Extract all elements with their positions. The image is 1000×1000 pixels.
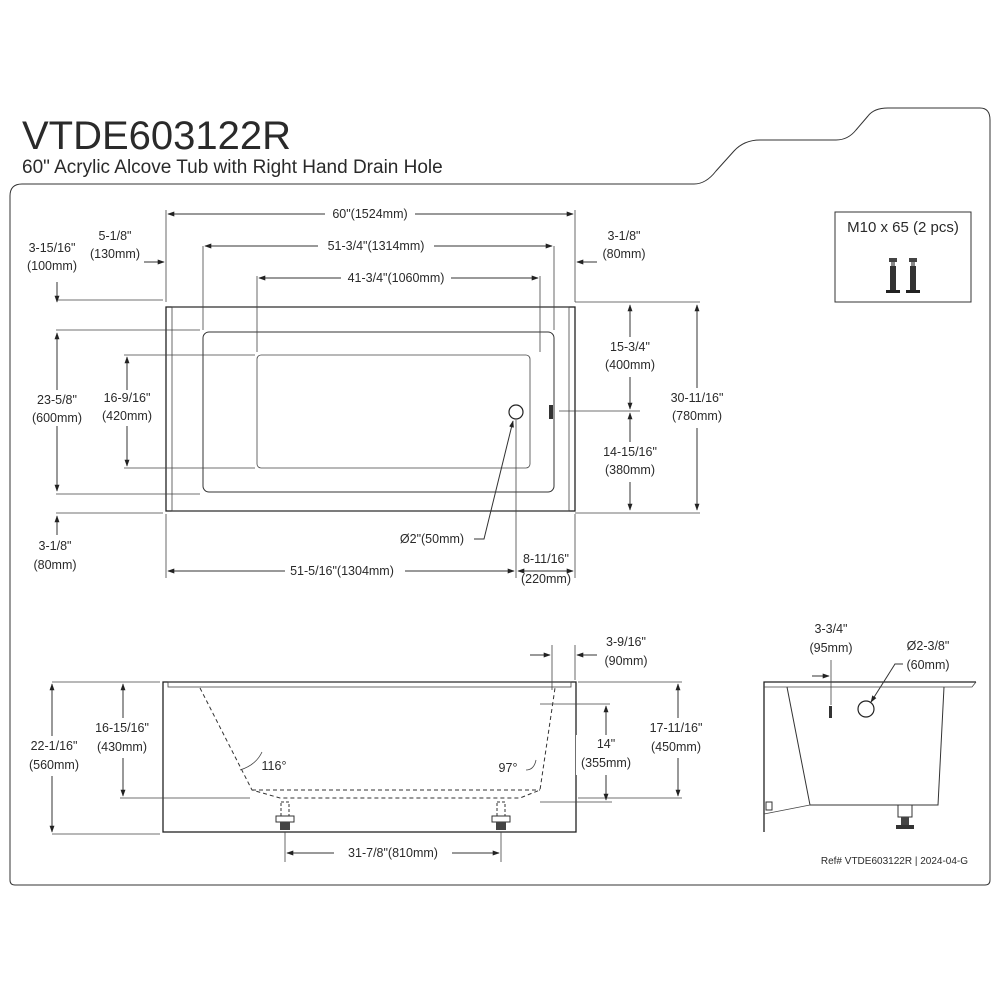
dim-drain-from-left: 51-5/16"(1304mm) [290,564,394,578]
basin-profile-front [199,687,556,799]
dim-drain-top-in: 15-3/4" [610,340,650,354]
left-angle: 116° [262,759,287,773]
tub-apron-front [162,681,577,833]
dim-water-depth-mm: (355mm) [581,756,631,770]
dim-total-height-mm: (560mm) [29,758,79,772]
dim-drain-bottom-in: 14-15/16" [603,445,657,459]
dim-rim-offset-in: 3-9/16" [606,635,646,649]
dim-total-height-in: 22-1/16" [31,739,78,753]
dim-drain-diameter: Ø2"(50mm) [400,532,464,546]
dim-inner-width-mm: (600mm) [32,411,82,425]
subtitle: 60" Acrylic Alcove Tub with Right Hand D… [22,157,443,178]
dim-drain-from-right-mm: (220mm) [521,572,571,586]
basin-outline [202,331,555,493]
dim-drain-from-right-in: 8-11/16" [523,552,569,566]
dim-overflow-offset-in: 3-3/4" [815,622,848,636]
front-view: 22-1/16" (560mm) 16-15/16" (430mm) 116° … [20,635,712,862]
dim-inner-depth-in: 16-15/16" [95,721,149,735]
drain-hole [508,404,524,420]
reference-number: Ref# VTDE603122R | 2024-04-G [821,856,968,867]
dim-overflow-diameter-mm: (60mm) [906,658,949,672]
dim-feet-spacing: 31-7/8"(810mm) [348,846,438,860]
dim-overall-length: 60"(1524mm) [332,207,407,221]
dim-front-rim-mm: (80mm) [33,558,76,572]
leveling-bolt-icon [886,258,920,293]
model-title: VTDE603122R [22,114,291,158]
dim-floor-length: 41-3/4"(1060mm) [348,271,445,285]
dim-apron-height-mm: (450mm) [651,740,701,754]
dim-apron-height-in: 17-11/16" [650,721,703,735]
dim-right-rim-in: 3-1/8" [608,229,641,243]
hardware-label: M10 x 65 (2 pcs) [847,219,959,236]
dim-inner-depth-mm: (430mm) [97,740,147,754]
dim-right-rim-mm: (80mm) [602,247,645,261]
dim-overflow-offset-mm: (95mm) [809,641,852,655]
foot-right [491,801,511,830]
dim-floor-width-in: 16-9/16" [104,391,151,405]
foot-left [275,801,295,830]
title-frame [9,107,991,886]
right-angle: 97° [499,761,518,775]
tub-inner-rim [171,306,570,512]
dim-overall-width-mm: (780mm) [672,409,722,423]
dim-overflow-diameter-in: Ø2-3/8" [907,639,950,653]
dim-inner-length: 51-3/4"(1314mm) [328,239,425,253]
top-view: 60"(1524mm) 51-3/4"(1314mm) 41-3/4"(1060… [20,205,732,586]
dim-inner-width-in: 23-5/8" [37,393,77,407]
dim-rim-offset-mm: (90mm) [604,654,647,668]
hardware-box [834,211,972,303]
basin-profile-side [786,686,945,806]
dim-left-rim-in: 5-1/8" [99,229,132,243]
dim-left-rim-mm: (130mm) [90,247,140,261]
dim-drain-bottom-mm: (380mm) [605,463,655,477]
side-view: 3-3/4" (95mm) Ø2-3/8" (60mm) [763,622,977,832]
dim-floor-width-mm: (420mm) [102,409,152,423]
foot-side [896,804,914,829]
dim-front-rim-in: 3-1/8" [39,539,72,553]
tub-side-outline [763,681,976,832]
overflow-hole [857,700,875,718]
overflow-mark [549,405,553,419]
dim-back-rim-in: 3-15/16" [29,241,76,255]
dim-overall-width-in: 30-11/16" [671,391,724,405]
dim-water-depth-in: 14" [597,737,615,751]
tub-rim-front [167,681,572,688]
dim-drain-top-mm: (400mm) [605,358,655,372]
dim-back-rim-mm: (100mm) [27,259,77,273]
basin-floor [256,354,531,469]
